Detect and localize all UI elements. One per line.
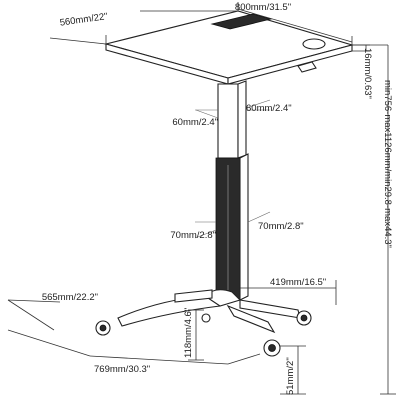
wheels (95, 310, 312, 357)
label-top-depth: 560mm/22" (59, 11, 108, 29)
height-lever (297, 61, 317, 73)
label-base-depth: 565mm/22.2" (42, 292, 98, 303)
label-base-width: 769mm/30.3" (94, 364, 150, 375)
label-lower-col-left: 70mm/2.8" (170, 230, 216, 241)
label-base-rear: 419mm/16.5" (270, 277, 326, 288)
label-height-range: min756-max1126mm/min29.8-max44.3" (382, 80, 393, 248)
top-dimensions (49, 2, 388, 52)
height-dimension (380, 45, 396, 395)
cup-holder (302, 38, 326, 50)
lower-column (194, 153, 271, 301)
upper-column (195, 80, 271, 159)
base-dimensions (7, 280, 337, 395)
label-base-height: 118mm/4.6" (183, 308, 194, 358)
pen-slot (210, 13, 273, 30)
label-top-thickness: 16mm/0.63" (362, 48, 373, 99)
wheel-rear (201, 313, 211, 323)
label-top-width: 800mm/31.5" (235, 2, 291, 13)
label-lower-col-right: 70mm/2.8" (258, 221, 304, 232)
label-upper-col-right: 60mm/2.4" (246, 103, 292, 114)
desk-top (103, 10, 355, 85)
label-wheel-height: 51mm/2" (285, 357, 296, 395)
label-upper-col-left: 60mm/2.4" (172, 117, 218, 128)
base (117, 289, 301, 334)
